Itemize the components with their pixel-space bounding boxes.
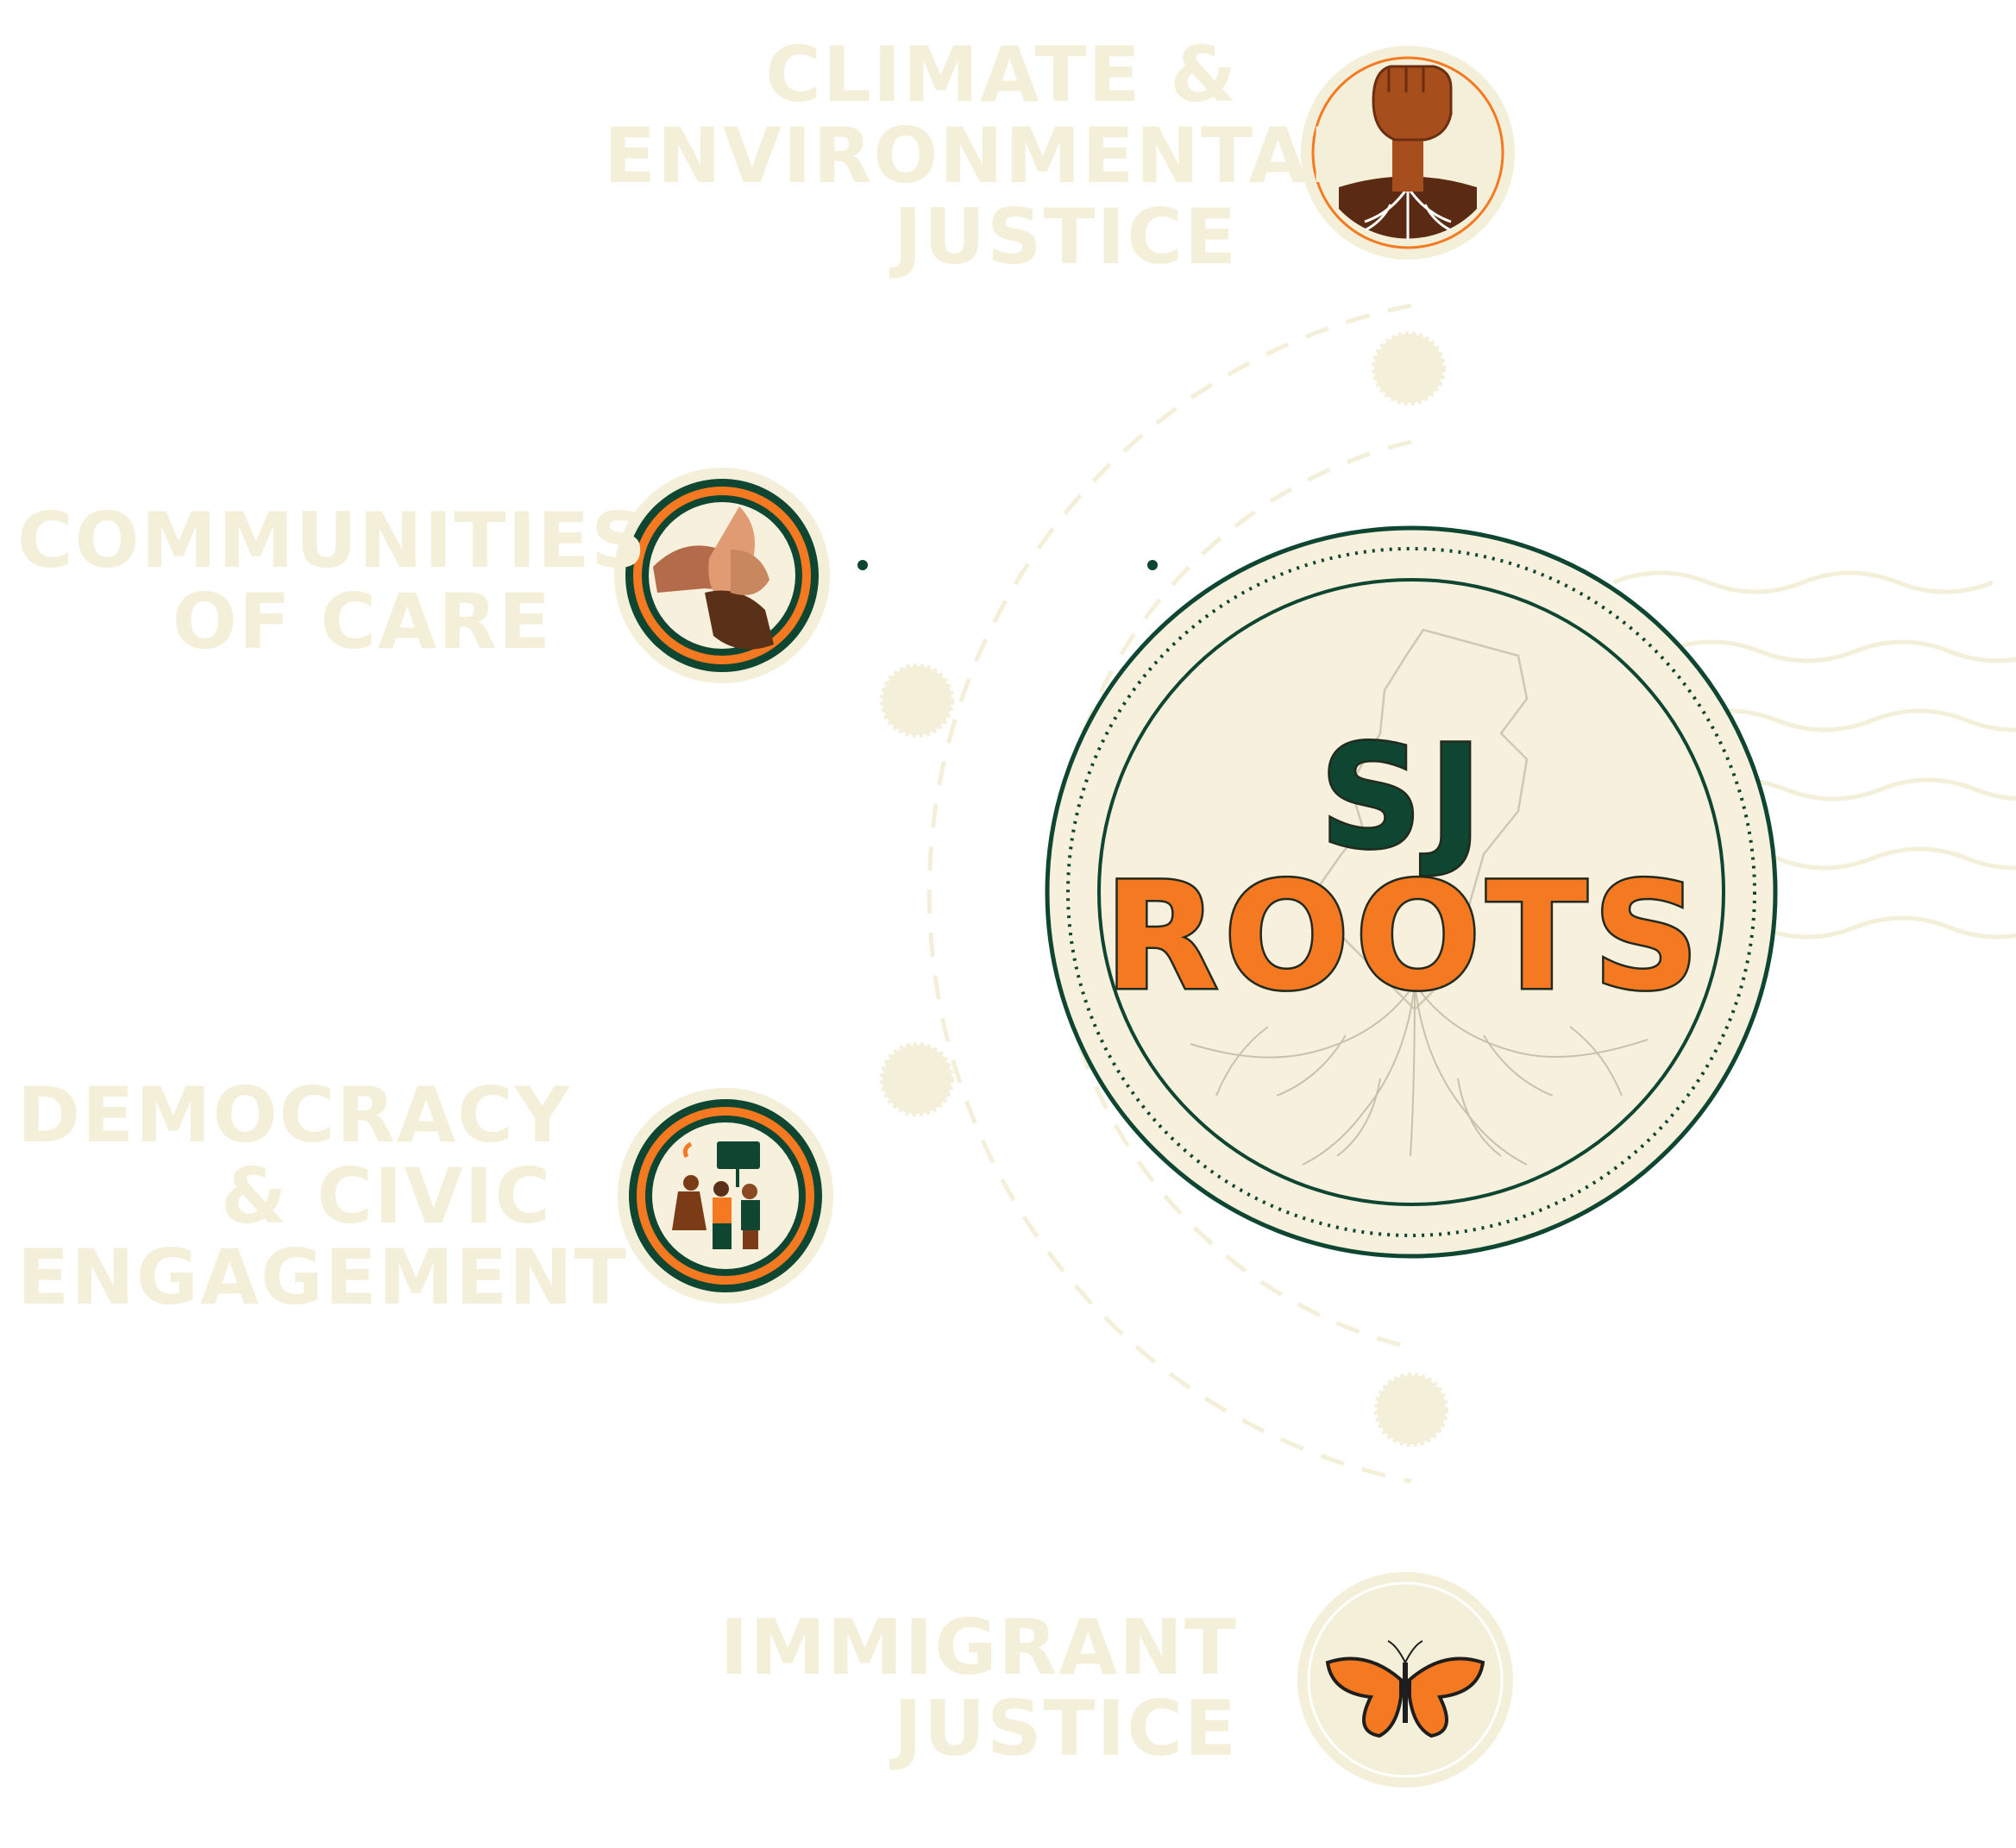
climate-label: CLIMATE & ENVIRONMENTAL JUSTICE <box>604 30 1360 281</box>
arc-node <box>880 1042 954 1116</box>
democracy-label-line: DEMOCRACY <box>17 1071 572 1160</box>
outer-dashed-arc <box>926 303 1412 1484</box>
central-seal <box>1045 525 1778 1259</box>
climate-icon-badge <box>1301 46 1515 260</box>
monarch-butterfly-icon <box>1325 1640 1485 1738</box>
immigrant-label-line: IMMIGRANT <box>719 1603 1238 1692</box>
immigrant-label-line: JUSTICE <box>893 1684 1238 1773</box>
brand-line-roots: ROOTS <box>1102 848 1705 1026</box>
care-label-line: OF CARE <box>172 577 552 666</box>
raised-fist-roots-icon <box>1372 65 1453 141</box>
climate-label-line: ENVIRONMENTAL <box>604 111 1360 200</box>
arc-node <box>880 663 954 738</box>
roots-illustration <box>1190 983 1649 1166</box>
democracy-label: DEMOCRACY & CIVIC ENGAGEMENT <box>17 1071 628 1322</box>
care-icon-badge <box>614 468 830 683</box>
democracy-label-line: & CIVIC <box>220 1152 552 1241</box>
care-label-line: COMMUNITIES <box>17 496 648 585</box>
democracy-icon-badge <box>618 1088 833 1304</box>
clasped-hands-icon <box>653 506 774 650</box>
small-dot <box>1147 560 1158 570</box>
arc-node <box>1374 1373 1448 1447</box>
small-dot <box>857 560 868 570</box>
care-label: COMMUNITIES OF CARE <box>17 496 648 666</box>
climate-label-line: JUSTICE <box>893 192 1238 281</box>
brand-line-sj: SJ <box>1317 713 1490 883</box>
democracy-label-line: ENGAGEMENT <box>17 1233 628 1322</box>
state-outline-icon <box>1309 628 1529 1011</box>
protesters-icon <box>672 1141 760 1249</box>
immigrant-label: IMMIGRANT JUSTICE <box>690 1607 1238 1769</box>
immigrant-icon-badge <box>1297 1572 1513 1788</box>
arc-node <box>1372 331 1446 405</box>
climate-label-line: CLIMATE & <box>765 30 1238 119</box>
